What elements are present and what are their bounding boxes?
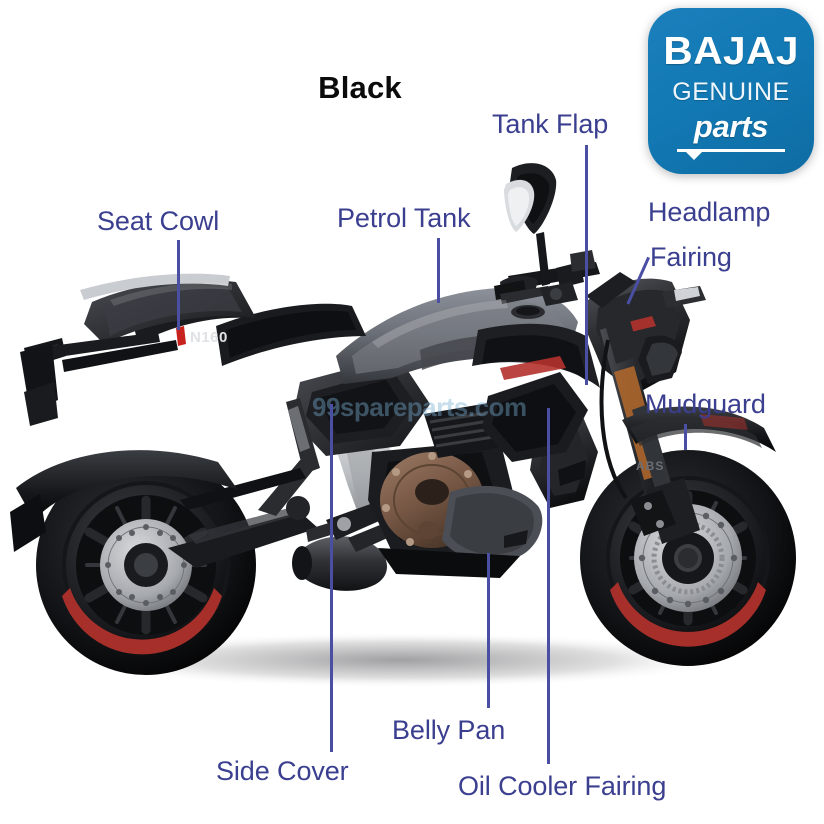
part-label-side-cover: Side Cover (216, 756, 349, 786)
leader-belly-pan (487, 553, 490, 708)
part-label-seat-cowl: Seat Cowl (97, 206, 220, 236)
part-label-petrol-tank: Petrol Tank (337, 203, 471, 233)
svg-text:ABS: ABS (636, 459, 664, 473)
part-label-oil-cooler-fairing: Oil Cooler Fairing (458, 771, 667, 801)
part-label-mudguard: Mudguard (645, 389, 766, 419)
leader-side-cover (330, 404, 333, 752)
bajaj-genuine-parts-logo: BAJAJ GENUINE parts (648, 8, 814, 174)
logo-underline-arrow (677, 149, 785, 160)
page-title: Black (318, 70, 402, 105)
svg-text:N160: N160 (190, 329, 228, 346)
part-label-belly-pan: Belly Pan (392, 715, 506, 745)
logo-genuine-text: GENUINE (672, 78, 790, 106)
leader-tank-flap (585, 145, 588, 385)
leader-petrol-tank (437, 238, 440, 303)
part-label-tank-flap: Tank Flap (492, 109, 609, 139)
logo-brand-text: BAJAJ (663, 30, 799, 73)
leader-oil-cooler-fairing (547, 408, 550, 764)
part-label-headlamp-fairing-2: Fairing (650, 242, 732, 272)
leader-mudguard (684, 424, 687, 450)
logo-parts-text: parts (693, 109, 769, 144)
leader-seat-cowl (177, 240, 180, 330)
part-label-headlamp-fairing-1: Headlamp (648, 197, 771, 227)
